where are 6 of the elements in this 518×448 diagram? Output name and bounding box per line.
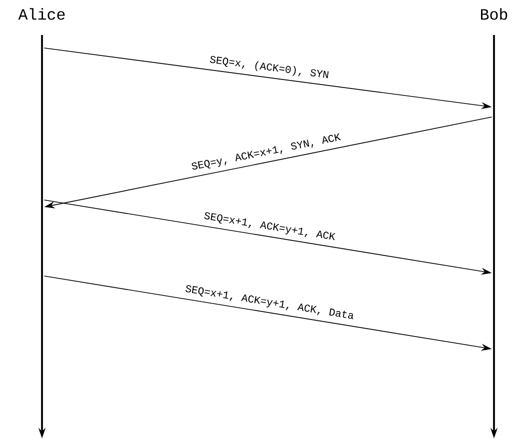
edge-label: SEQ=x+1, ACK=y+1, ACK bbox=[202, 210, 338, 244]
edge-label: SEQ=x+1, ACK=y+1, ACK, Data bbox=[183, 283, 356, 323]
participant-name: Alice bbox=[18, 8, 65, 20]
edge-label: SEQ=x, (ACK=0), SYN bbox=[208, 54, 331, 82]
participant-name: Bob bbox=[481, 8, 508, 20]
edge-label: SEQ=y, ACK=x+1, SYN, ACK bbox=[189, 132, 343, 174]
